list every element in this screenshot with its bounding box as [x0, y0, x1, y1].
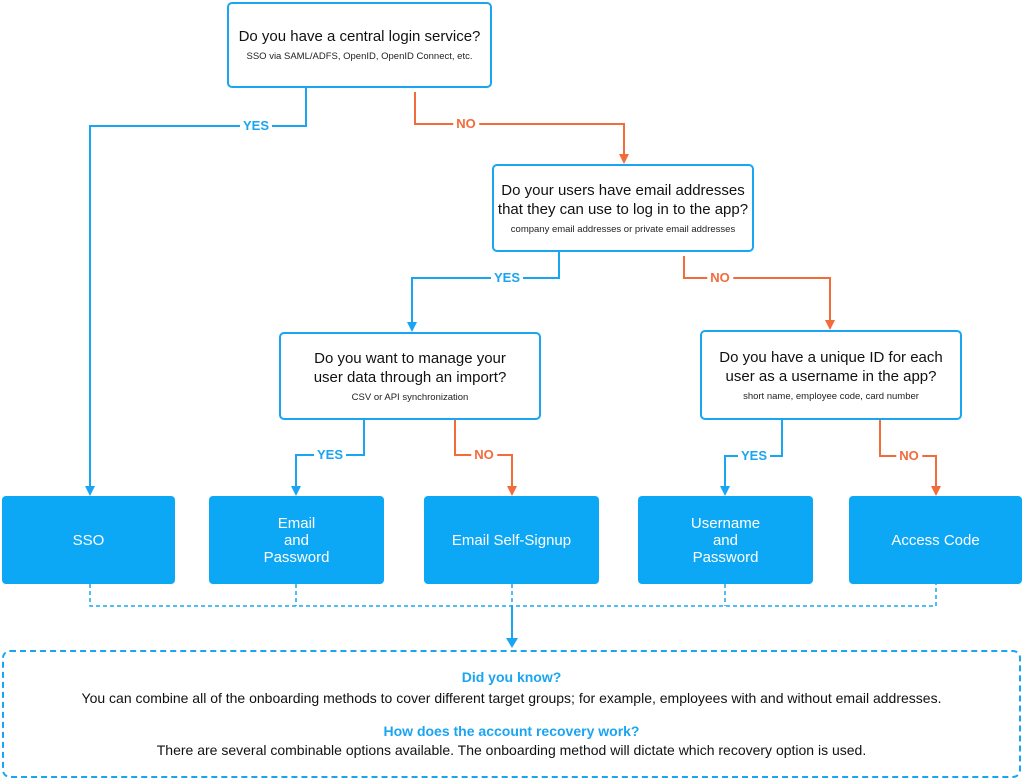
- question-title: Do you have a central login service?: [238, 28, 481, 45]
- q1-yes-connector: [89, 88, 307, 486]
- arrowhead: [931, 486, 941, 496]
- yes-label: YES: [239, 119, 273, 133]
- question-title-line2: user as a username in the app?: [725, 367, 937, 385]
- arrowhead: [825, 320, 835, 330]
- question-subtitle: company email addresses or private email…: [510, 223, 736, 235]
- info-box: Did you know? You can combine all of the…: [2, 650, 1021, 778]
- result-access-code: Access Code: [849, 496, 1022, 584]
- no-label: NO: [471, 448, 497, 462]
- question-title-line1: Do you want to manage your: [314, 349, 506, 367]
- result-sso: SSO: [2, 496, 175, 584]
- arrowhead: [506, 638, 518, 648]
- question-title-line1: Do your users have email addresses: [501, 181, 745, 199]
- info-heading-did-you-know: Did you know?: [461, 669, 562, 685]
- yes-label: YES: [490, 271, 524, 285]
- question-title-line1: Do you have a unique ID for each: [719, 348, 943, 366]
- result-email-self-signup: Email Self-Signup: [424, 496, 599, 584]
- question-subtitle: short name, employee code, card number: [743, 390, 919, 402]
- result-username-password: Username and Password: [638, 496, 813, 584]
- arrowhead: [507, 486, 517, 496]
- question-email-addresses: Do your users have email addresses that …: [492, 164, 754, 252]
- question-title-line2: user data through an import?: [313, 368, 507, 386]
- question-unique-id: Do you have a unique ID for each user as…: [700, 330, 962, 420]
- question-manage-import: Do you want to manage your user data thr…: [279, 332, 541, 420]
- yes-label: YES: [313, 448, 347, 462]
- arrowhead: [619, 154, 629, 164]
- info-heading-account-recovery: How does the account recovery work?: [383, 723, 640, 739]
- q1-no-connector: [414, 92, 625, 154]
- question-central-login: Do you have a central login service? SSO…: [227, 2, 492, 88]
- question-title-line2: that they can use to log in to the app?: [497, 200, 749, 218]
- arrowhead: [85, 486, 95, 496]
- question-subtitle: CSV or API synchronization: [351, 391, 469, 403]
- arrowhead: [720, 486, 730, 496]
- info-text-recovery: There are several combinable options ava…: [156, 742, 867, 758]
- arrowhead: [407, 322, 417, 332]
- no-label: NO: [707, 271, 733, 285]
- arrowhead: [291, 486, 301, 496]
- q2-yes-connector: [411, 252, 560, 322]
- question-subtitle: SSO via SAML/ADFS, OpenID, OpenID Connec…: [246, 51, 473, 62]
- no-label: NO: [453, 117, 479, 131]
- info-text-combine: You can combine all of the onboarding me…: [81, 690, 942, 706]
- result-email-password: Email and Password: [209, 496, 384, 584]
- collector-line: [89, 584, 937, 607]
- q2-no-connector: [683, 256, 831, 320]
- no-label: NO: [896, 449, 922, 463]
- yes-label: YES: [737, 449, 771, 463]
